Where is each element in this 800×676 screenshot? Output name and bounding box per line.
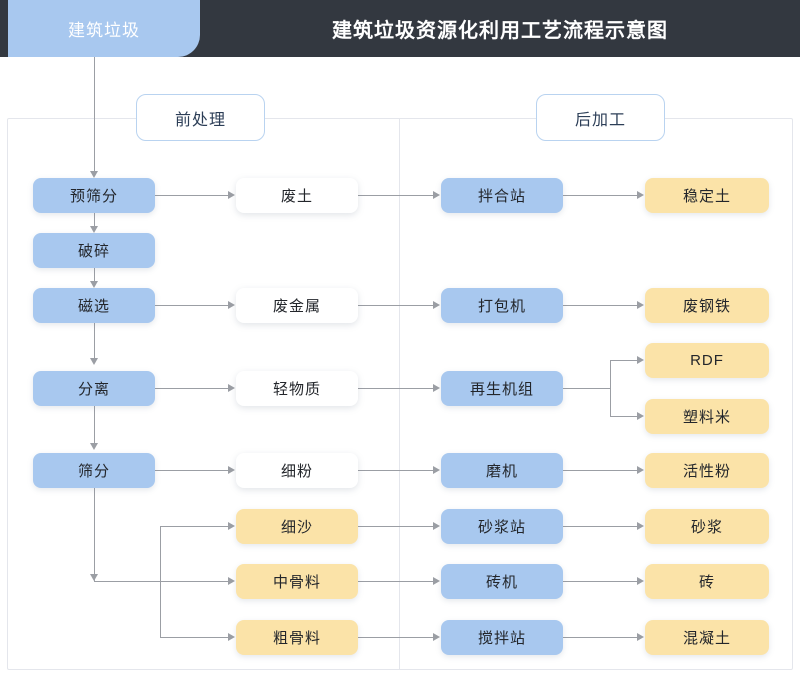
section-divider (399, 118, 400, 670)
node-mixing-station[interactable]: 拌合站 (441, 178, 563, 213)
node-brick[interactable]: 砖 (645, 564, 769, 599)
node-baler[interactable]: 打包机 (441, 288, 563, 323)
connector-regen-unit-to-rdf (610, 360, 641, 361)
connector-mortar-station-to-mortar (563, 526, 641, 527)
connector-trunk-to-medium-aggregate (94, 581, 232, 582)
arrowhead-concrete (637, 633, 644, 641)
node-rdf[interactable]: RDF (645, 343, 769, 378)
node-concrete[interactable]: 混凝土 (645, 620, 769, 655)
arrowhead-mortar (637, 522, 644, 530)
connector-mixing-station-to-stabilized-soil (563, 195, 641, 196)
node-screening[interactable]: 筛分 (33, 453, 155, 488)
connector-screen-to-fine-powder (155, 470, 232, 471)
connector-magnetic-to-scrap-metal (155, 305, 232, 306)
connector-fine-sand-to-mortar-station (358, 526, 437, 527)
section-label-post-processing: 后加工 (536, 94, 665, 141)
arrowhead-light-material (228, 384, 235, 392)
arrowhead-rdf (637, 356, 644, 364)
node-waste-soil[interactable]: 废土 (236, 178, 358, 213)
node-regeneration-unit[interactable]: 再生机组 (441, 371, 563, 406)
node-scrap-steel[interactable]: 废钢铁 (645, 288, 769, 323)
arrowhead-concrete-station (433, 633, 440, 641)
node-brick-machine[interactable]: 砖机 (441, 564, 563, 599)
arrowhead-stabilized-soil (637, 191, 644, 199)
arrowhead-scrap-metal (228, 301, 235, 309)
section-label-pre-treatment: 前处理 (136, 94, 265, 141)
node-fine-powder[interactable]: 细粉 (236, 453, 358, 488)
node-plastic-pellet[interactable]: 塑料米 (645, 399, 769, 434)
connector-baler-to-scrap-steel (563, 305, 641, 306)
node-crush[interactable]: 破碎 (33, 233, 155, 268)
node-magnetic-separation[interactable]: 磁选 (33, 288, 155, 323)
arrowhead-crush (90, 226, 98, 233)
node-scrap-metal[interactable]: 废金属 (236, 288, 358, 323)
node-coarse-aggregate[interactable]: 粗骨料 (236, 620, 358, 655)
connector-regen-unit-to-plastic-pellet (610, 416, 641, 417)
connector-coarse-aggregate-to-concrete-station (358, 637, 437, 638)
node-mortar[interactable]: 砂浆 (645, 509, 769, 544)
connector-medium-aggregate-to-brick-machine (358, 581, 437, 582)
connector-prescreen-to-waste-soil (155, 195, 232, 196)
arrowhead-brick (637, 577, 644, 585)
header-tab-construction-waste: 建筑垃圾 (8, 0, 200, 57)
node-active-powder[interactable]: 活性粉 (645, 453, 769, 488)
arrowhead-mortar-station (433, 522, 440, 530)
connector-screen-down-trunk (94, 488, 95, 581)
arrowhead-brick-machine (433, 577, 440, 585)
node-mortar-station[interactable]: 砂浆站 (441, 509, 563, 544)
arrowhead-plastic-pellet (637, 412, 644, 420)
arrowhead-baler (433, 301, 440, 309)
node-concrete-station[interactable]: 搅拌站 (441, 620, 563, 655)
connector-concrete-station-to-concrete (563, 637, 641, 638)
connector-crush-to-magnetic (94, 268, 95, 286)
connector-waste-to-prescreen (94, 57, 95, 172)
node-fine-sand[interactable]: 细沙 (236, 509, 358, 544)
node-prescreen[interactable]: 预筛分 (33, 178, 155, 213)
connector-branch-to-coarse-aggregate (160, 637, 232, 638)
connector-regen-unit-split-riser (610, 360, 611, 417)
connector-prescreen-to-crush (94, 213, 95, 231)
arrowhead-fine-powder (228, 466, 235, 474)
arrowhead-medium-aggregate (228, 577, 235, 585)
arrowhead-fine-sand (228, 522, 235, 530)
node-mill[interactable]: 磨机 (441, 453, 563, 488)
node-medium-aggregate[interactable]: 中骨料 (236, 564, 358, 599)
arrowhead-prescreen (90, 171, 98, 178)
arrowhead-waste-soil (228, 191, 235, 199)
connector-branch-to-fine-sand (160, 526, 232, 527)
arrowhead-mill (433, 466, 440, 474)
connector-aggregate-branch-riser (160, 526, 161, 637)
page-title: 建筑垃圾资源化利用工艺流程示意图 (332, 20, 668, 42)
arrowhead-screen (90, 443, 98, 450)
node-light-material[interactable]: 轻物质 (236, 371, 358, 406)
connector-brick-machine-to-brick (563, 581, 641, 582)
arrowhead-regen-unit (433, 384, 440, 392)
connector-fine-powder-to-mill (358, 470, 437, 471)
node-stabilized-soil[interactable]: 稳定土 (645, 178, 769, 213)
connector-magnetic-to-separate (94, 323, 95, 363)
arrowhead-active-powder (637, 466, 644, 474)
arrowhead-screen-trunk (90, 574, 98, 581)
connector-scrap-metal-to-baler (358, 305, 437, 306)
connector-light-material-to-regen-unit (358, 388, 437, 389)
node-separation[interactable]: 分离 (33, 371, 155, 406)
connector-waste-soil-to-mixing-station (358, 195, 437, 196)
arrowhead-scrap-steel (637, 301, 644, 309)
arrowhead-mixing-station (433, 191, 440, 199)
arrowhead-coarse-aggregate (228, 633, 235, 641)
connector-regen-unit-stem (563, 388, 611, 389)
connector-mill-to-active-powder (563, 470, 641, 471)
connector-separate-to-light-material (155, 388, 232, 389)
arrowhead-magnetic (90, 281, 98, 288)
connector-separate-to-screen (94, 399, 95, 448)
arrowhead-separate (90, 358, 98, 365)
